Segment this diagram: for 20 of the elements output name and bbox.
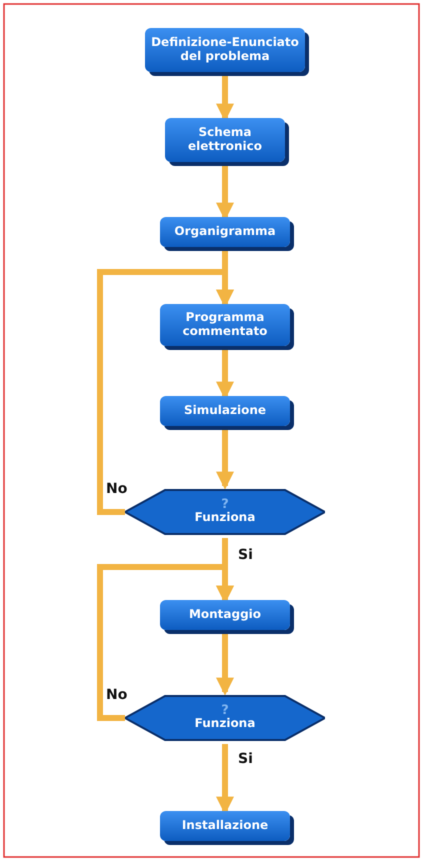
box-label: Schema elettronico [186,126,264,154]
process-box [145,28,305,72]
process-box [160,396,290,426]
process-box [160,600,290,630]
process-box [160,811,290,841]
box-label: Programma commentato [182,311,268,339]
arrow [97,564,234,721]
process-box [160,304,290,346]
decision-label: Funziona [194,716,256,730]
box-label: Montaggio [188,608,262,622]
decision-label: Funziona [194,510,256,524]
box-label: Organigramma [174,225,276,239]
box-label: Installazione [182,819,268,833]
box-label: Definizione-Enunciato del problema [150,36,300,64]
process-box [165,118,285,162]
question-mark: ? [221,498,229,511]
question-mark: ? [221,704,229,717]
box-label: Simulazione [184,404,266,418]
arrow [97,269,234,515]
process-box [160,217,290,247]
